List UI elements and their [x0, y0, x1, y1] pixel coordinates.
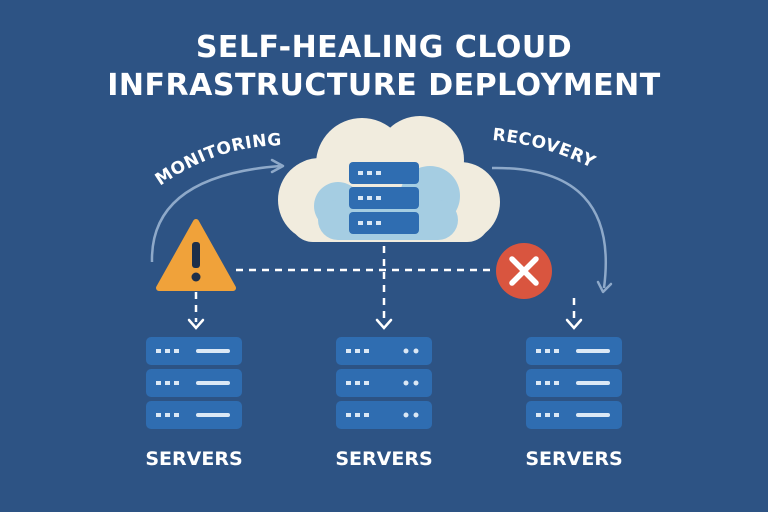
cloud-icon — [278, 116, 500, 242]
cloud-server-stack-icon — [349, 162, 419, 234]
server-label-left: SERVERS — [145, 448, 243, 470]
recovery-arrow — [491, 166, 613, 294]
server-stack-right — [526, 337, 622, 429]
server-stack-middle — [336, 337, 432, 429]
warning-icon — [156, 219, 236, 291]
dashed-connectors — [194, 246, 576, 322]
server-label-right: SERVERS — [525, 448, 623, 470]
error-x-icon — [496, 243, 552, 299]
server-label-middle: SERVERS — [335, 448, 433, 470]
monitoring-arrow — [150, 158, 285, 263]
arrow-down-icon — [187, 318, 583, 330]
title-line-1: SELF-HEALING CLOUD — [195, 30, 573, 65]
title-line-2: INFRASTRUCTURE DEPLOYMENT — [107, 68, 661, 103]
server-stack-left — [146, 337, 242, 429]
monitoring-label: MONITORING — [152, 130, 282, 190]
recovery-label: RECOVERY — [492, 125, 599, 173]
